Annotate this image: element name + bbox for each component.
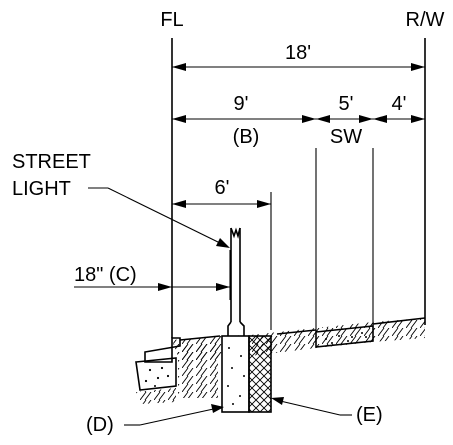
- d-leader-diagonal: [139, 407, 219, 426]
- street-light-leader-arrow: [216, 238, 230, 248]
- e-label: (E): [356, 404, 383, 426]
- dim-5ft-label: 5': [339, 93, 354, 115]
- street-light-leader-diagonal: [107, 187, 223, 245]
- dim-6ft-label: 6': [215, 177, 230, 199]
- dim-5ft-arrow-right: [359, 115, 373, 123]
- conduit-backfill: [248, 335, 272, 413]
- dim-18ft-arrow-right: [411, 63, 425, 71]
- dim-18ft-label: 18': [285, 42, 311, 64]
- ground-line-left: [179, 335, 221, 341]
- ground-line-right: [276, 317, 426, 335]
- sidewalk-aggregate: [325, 332, 367, 344]
- gutter-soil-hatch: [136, 388, 176, 404]
- pole-foundation: [221, 335, 250, 413]
- dim-4ft-label: 4': [392, 93, 407, 115]
- e-leader-diagonal: [275, 399, 341, 416]
- e-leader-arrow: [271, 397, 284, 405]
- d-label: (D): [86, 414, 114, 436]
- curb-backfill-hatch: [178, 342, 218, 398]
- d-leader-arrow: [211, 404, 224, 413]
- dim-6ft-arrow-right: [257, 200, 271, 208]
- pole-base-flare: [227, 321, 245, 336]
- dim-5ft-arrow-left: [316, 115, 330, 123]
- dim-6ft-arrow-left: [172, 200, 186, 208]
- dim-18ft-arrow-left: [172, 63, 186, 71]
- eighteen-inch-label: 18" (C): [74, 264, 137, 286]
- foundation-aggregate: [227, 347, 245, 405]
- dim-9ft-arrow-right: [302, 115, 316, 123]
- dim-9ft-arrow-left: [172, 115, 186, 123]
- dim-18in-arrow-left: [158, 283, 172, 291]
- curb-aggregate: [144, 366, 170, 387]
- dim-9ft-label: 9': [234, 93, 249, 115]
- dim-18in-arrow-right: [216, 283, 230, 291]
- gutter-block: [135, 357, 177, 391]
- curb-top: [144, 337, 181, 363]
- rw-label: R/W: [406, 9, 445, 31]
- sidewalk-slab: [315, 325, 374, 348]
- sw-label: SW: [330, 126, 362, 148]
- pole-break-mark: [230, 227, 241, 239]
- street-label: STREET: [12, 151, 91, 173]
- dim-4ft-arrow-right: [411, 115, 425, 123]
- light-label: LIGHT: [12, 178, 71, 200]
- b-label: (B): [233, 126, 260, 148]
- dim-4ft-arrow-left: [373, 115, 387, 123]
- fl-label: FL: [160, 9, 183, 31]
